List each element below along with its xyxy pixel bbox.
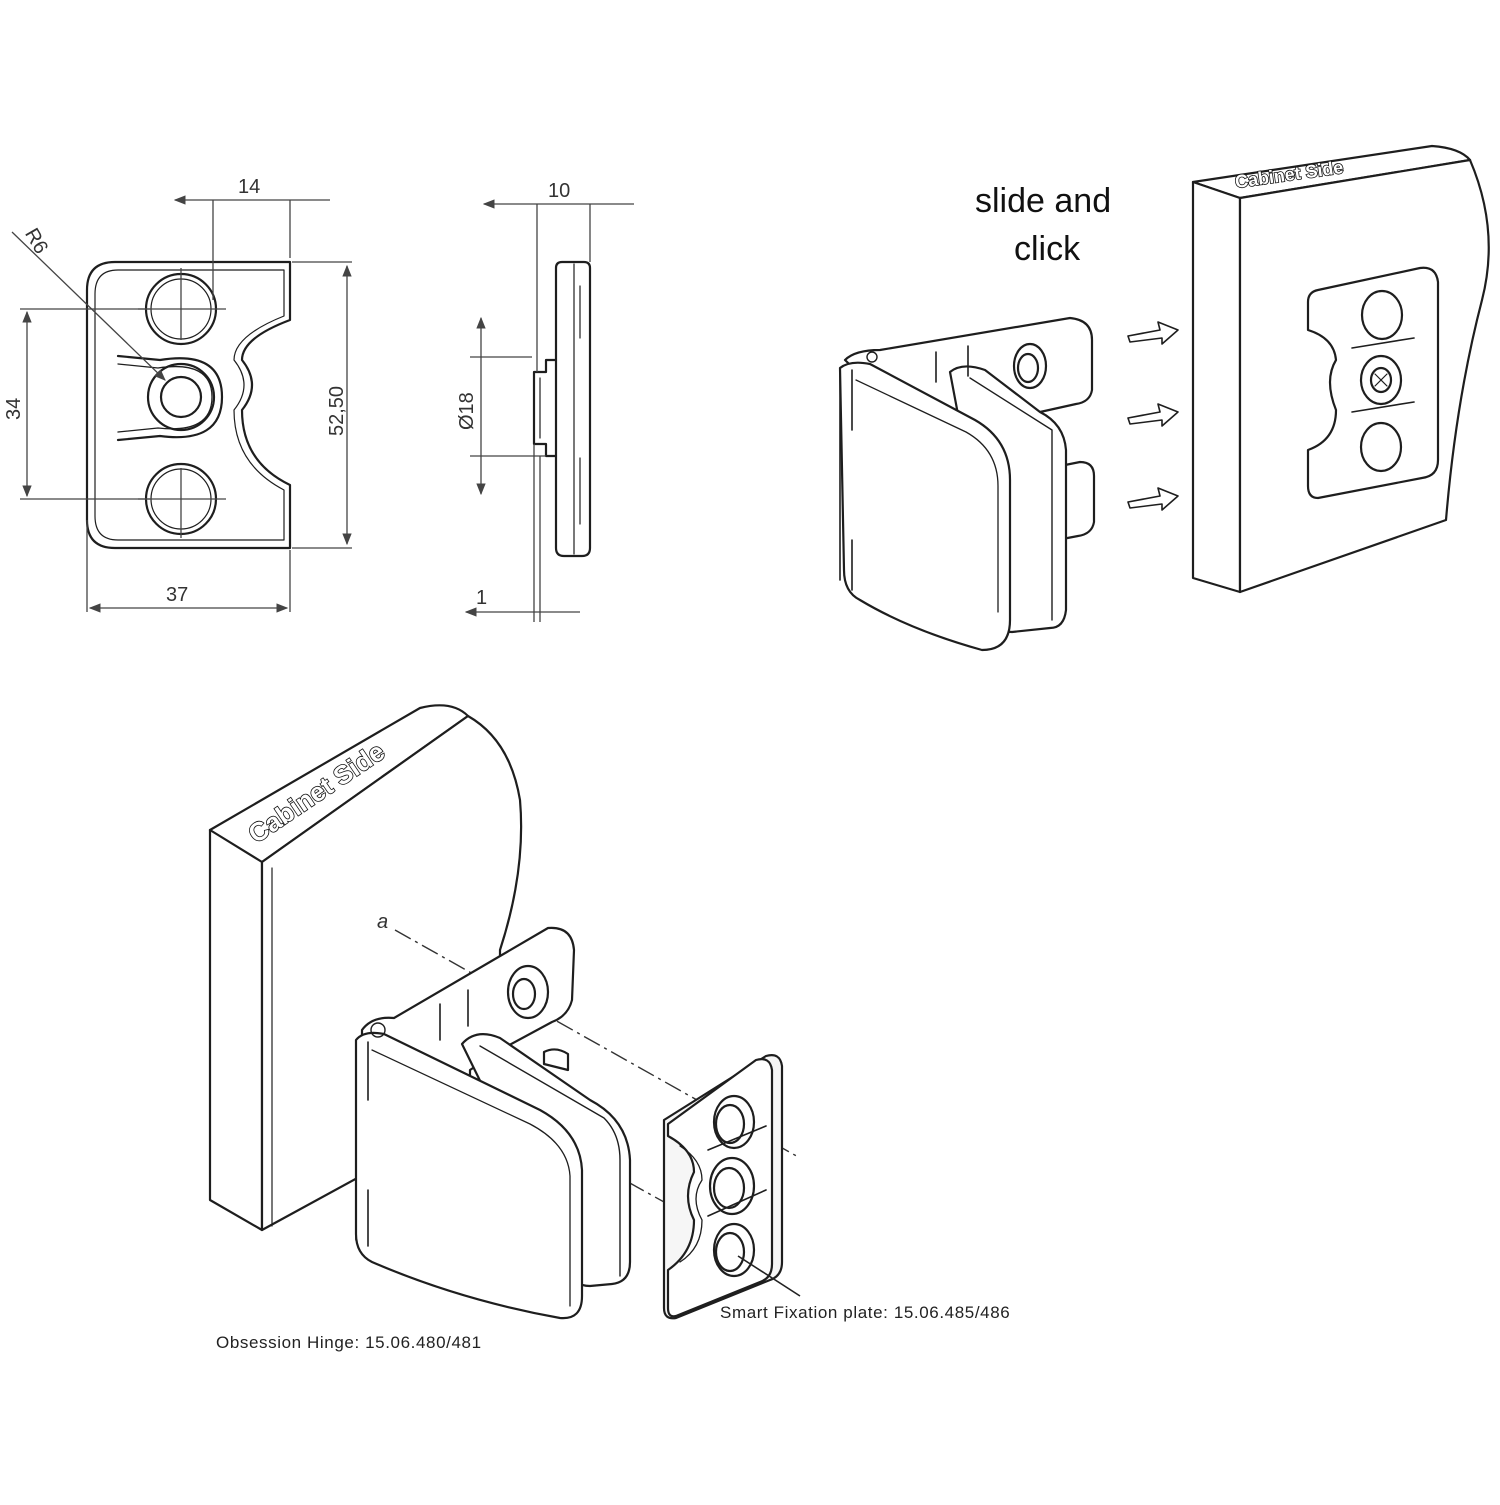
dim-34-label: 34 [3,398,25,420]
plate-front-view: 14 R6 34 52,50 37 [3,176,352,613]
fixation-plate-front [666,1058,774,1318]
cabinet-block-front [1191,180,1242,594]
dim-1-extensions [533,444,541,622]
dim-1-label: 1 [476,587,487,609]
hinge-front-cover-inner [855,379,999,613]
instruction-line-2: click [1014,230,1081,268]
dim-r6-label: R6 [20,225,52,258]
mounted-plate-hole-mid-inner [1369,366,1393,394]
assembly-clamp-stud [542,1048,570,1072]
plate-caption: Smart Fixation plate: 15.06.485/486 [720,1303,1010,1322]
plate-front-center-boss [146,362,216,432]
hinge-front-cover [838,361,1012,652]
mounted-plate-screw-cross [1374,373,1388,387]
mounted-plate [1306,266,1440,500]
assembly-hinge-pin [370,1022,386,1038]
hole-top-crosshair [138,268,226,340]
plate-side-body [554,260,592,558]
assembly-clamp-rear-edge [479,1045,621,1277]
assembly-hinge-knuckle [355,1039,369,1247]
assembly-bracket-hole [506,964,550,1020]
dim-10-extensions [536,204,591,372]
plate-front-spring-clip [116,354,224,442]
plate-side-boss [532,358,558,458]
assembly-bracket-slots [439,989,469,1041]
dim-14-label: 14 [238,176,260,198]
dim-5250-extensions [292,261,352,549]
assembly-hinge-front-cover [354,1031,584,1320]
assembly-bracket-hole-inner [511,977,537,1011]
dim-34-extensions [20,308,150,500]
mounted-plate-hole-top [1360,289,1404,341]
hinge-bracket-slots [935,345,969,383]
dim-5250-label: 52,50 [326,386,348,436]
plate-side-view: 10 Ø18 1 [456,180,634,622]
fixation-plate-hole-top [712,1094,756,1150]
plate-front-center-hole [159,375,203,419]
mounted-plate-clip [1351,337,1415,413]
hinge-clamp-rear-edge [969,377,1053,621]
dim-d18-label: Ø18 [456,392,478,430]
hinge-pin [866,351,878,363]
fixation-plate-hole-mid [708,1156,756,1216]
fixation-plate-clip [707,1125,767,1217]
axis-marker-a: a [377,911,388,933]
hinge-caption: Obsession Hinge: 15.06.480/481 [216,1333,482,1352]
cabinet-panel-front [208,828,264,1232]
fixation-plate-hole-top-inner [714,1103,746,1145]
fixation-plate-hole-bottom-inner [714,1231,746,1273]
hinge-knuckle [839,367,853,591]
fixation-plate-hole-mid-inner [712,1166,746,1210]
plate-front-spring-clip-inner [117,363,213,433]
fixation-plate-leader [737,1255,801,1297]
slide-and-click-illustration: slide and click Cabinet Side [838,144,1490,652]
dim-37-extensions [86,520,291,612]
instruction-line-1: slide and [975,182,1111,220]
plate-front-outline [85,260,292,550]
assembly-cover-inner [371,1049,571,1307]
exploded-assembly: Cabinet Side a Obsession Hinge [208,704,1010,1352]
dim-r6-leader [11,231,166,381]
fixation-plate-notch-edge [679,1145,703,1263]
plate-front-inner-outline [94,269,285,541]
fixation-plate-hole-bottom [712,1222,756,1278]
right-arrow-icon [1127,487,1179,511]
mounted-plate-hole-mid [1359,354,1403,406]
mounted-plate-hole-bottom [1359,421,1403,473]
hole-bottom-crosshair [138,468,226,538]
dim-10-label: 10 [548,180,570,202]
hinge-bracket-hole [1012,342,1048,390]
hinge-bracket-hole-inner [1016,352,1040,384]
dim-14-extensions [212,200,291,300]
right-arrow-icon [1127,321,1179,345]
right-arrow-icon [1127,403,1179,427]
dim-37-label: 37 [166,584,188,606]
